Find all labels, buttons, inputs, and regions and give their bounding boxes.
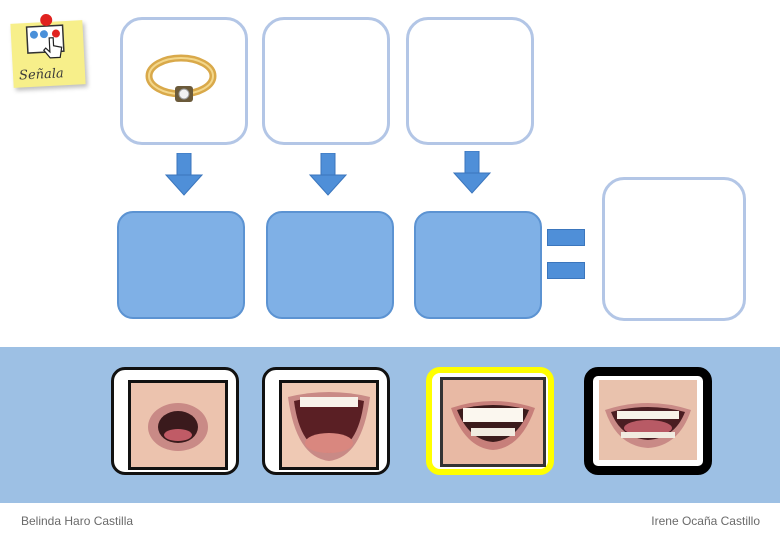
answer-slot-2[interactable] [266, 211, 394, 319]
mouth-wide-open-tile[interactable] [262, 367, 390, 475]
equals-bar-bottom [547, 262, 585, 279]
down-arrow-icon [452, 151, 492, 194]
ring-icon [145, 54, 217, 102]
mouth-tongue-down-photo [599, 380, 697, 460]
mouth-smile-teeth-photo [440, 377, 546, 467]
answer-slot-3[interactable] [414, 211, 542, 319]
mouth-smile-teeth-tile[interactable] [426, 367, 554, 475]
pointing-hand-icon [25, 14, 65, 59]
mouth-open-round-photo [128, 380, 228, 470]
mouth-open-round-tile[interactable] [111, 367, 239, 475]
empty-card-2[interactable] [262, 17, 390, 145]
footer-left-author: Belinda Haro Castilla [21, 514, 134, 528]
down-arrow-icon [164, 153, 204, 196]
equals-bar-top [547, 229, 585, 246]
senala-label: Señala [18, 66, 65, 84]
result-card[interactable] [602, 177, 746, 321]
mouth-wide-open-photo [279, 380, 379, 470]
empty-card-3[interactable] [406, 17, 534, 145]
down-arrow-icon [308, 153, 348, 196]
footer-right-author: Irene Ocaña Castillo [651, 514, 760, 528]
mouth-tongue-down-tile[interactable] [584, 367, 712, 475]
ring-picture-card[interactable] [120, 17, 248, 145]
answer-slot-1[interactable] [117, 211, 245, 319]
senala-sticky-note: Señala [10, 14, 86, 88]
